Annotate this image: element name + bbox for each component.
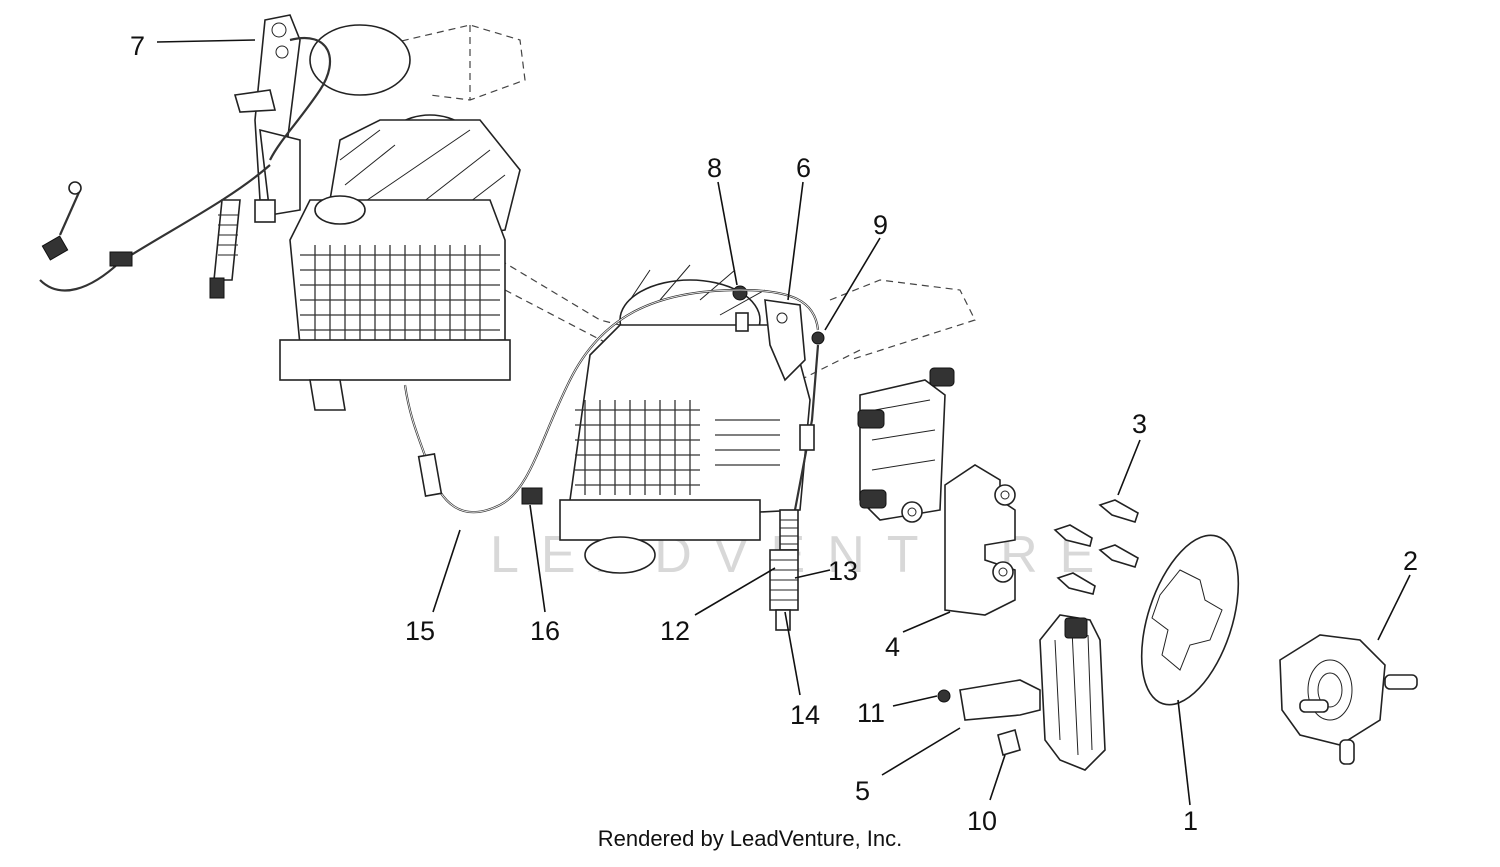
left-transaxle <box>39 14 641 411</box>
mounting-bracket <box>944 464 1016 616</box>
caliper-assembly <box>937 614 1106 771</box>
cooling-fins-right <box>575 400 780 495</box>
callout-3: 3 <box>1132 409 1147 439</box>
callout-14: 14 <box>790 700 820 730</box>
callout-1: 1 <box>1183 806 1198 836</box>
wheel-hub <box>1279 634 1418 765</box>
callout-labels: 7 8 6 9 3 2 4 11 5 10 1 15 16 12 13 14 <box>130 31 1418 836</box>
callout-15: 15 <box>405 616 435 646</box>
callout-5: 5 <box>855 776 870 806</box>
callout-4: 4 <box>885 632 900 662</box>
callout-2: 2 <box>1403 546 1418 576</box>
callout-13: 13 <box>828 556 858 586</box>
callout-8: 8 <box>707 153 722 183</box>
right-transaxle <box>559 264 976 574</box>
brake-rotor <box>1140 534 1240 706</box>
callout-16: 16 <box>530 616 560 646</box>
axle-studs <box>857 367 955 509</box>
callout-7: 7 <box>130 31 145 61</box>
cooling-fins-left <box>300 245 500 340</box>
bolts <box>1053 499 1139 595</box>
spring-assembly <box>769 509 799 631</box>
callout-6: 6 <box>796 153 811 183</box>
callout-11: 11 <box>857 698 885 728</box>
callout-9: 9 <box>873 210 888 240</box>
leader-lines <box>156 39 1411 806</box>
callout-12: 12 <box>660 616 690 646</box>
brake-cables <box>403 288 820 514</box>
callout-10: 10 <box>967 806 997 836</box>
footer-credit: Rendered by LeadVenture, Inc. <box>597 826 903 851</box>
